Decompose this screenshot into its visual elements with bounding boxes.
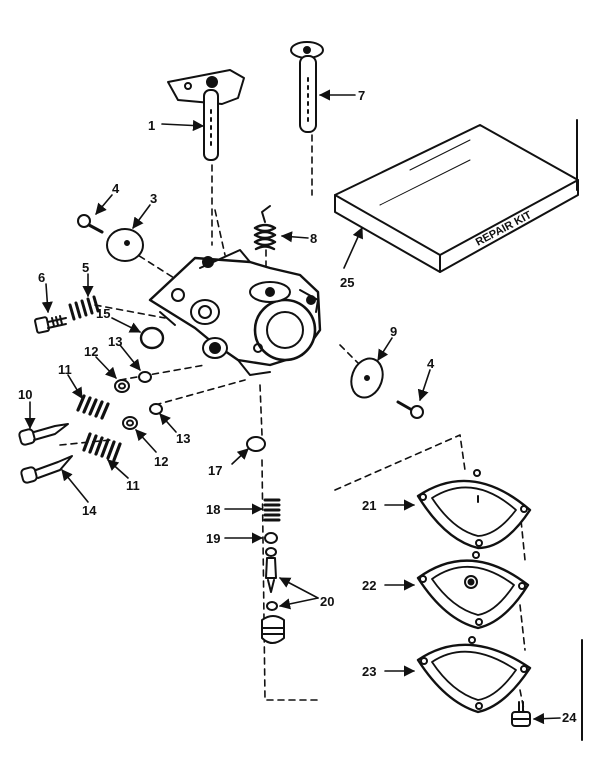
part-19-o-ring xyxy=(264,532,278,544)
callout-11: 11 xyxy=(126,478,140,493)
callout-numbers: 1 7 4 3 8 25 6 5 15 9 4 12 13 11 10 13 1… xyxy=(18,88,577,725)
callout-5: 5 xyxy=(82,260,89,275)
part-18-spring xyxy=(263,498,281,522)
callout-20: 20 xyxy=(320,594,334,609)
part-7-choke-shaft xyxy=(290,41,324,133)
callout-4: 4 xyxy=(427,356,435,371)
callout-4: 4 xyxy=(112,181,120,196)
part-6-idle-screw xyxy=(34,315,67,334)
callout-1: 1 xyxy=(148,118,155,133)
leader-arrows xyxy=(24,89,561,725)
part-8-spring xyxy=(253,205,277,251)
part-1-throttle-shaft xyxy=(167,69,245,161)
part-5-idle-spring xyxy=(68,295,100,321)
callout-18: 18 xyxy=(206,502,220,517)
part-12-washer-top xyxy=(114,379,130,393)
part-11-spring-top xyxy=(76,394,110,420)
part-4-screw-right xyxy=(396,400,424,419)
part-14-needle xyxy=(20,455,73,484)
callout-22: 22 xyxy=(362,578,376,593)
carburetor-body xyxy=(148,249,322,376)
callout-17: 17 xyxy=(208,463,222,478)
callout-21: 21 xyxy=(362,498,376,513)
part-20-inlet-needle-seat xyxy=(261,547,285,644)
part-9-choke-plate xyxy=(350,357,384,399)
part-23-cover xyxy=(416,636,532,714)
part-12-washer-low xyxy=(122,416,138,430)
part-15-welch-plug xyxy=(139,326,165,350)
part-13-ring-top xyxy=(138,371,152,383)
callout-19: 19 xyxy=(206,531,220,546)
callout-11: 11 xyxy=(58,362,72,377)
callout-6: 6 xyxy=(38,270,45,285)
part-22-diaphragm xyxy=(416,551,530,630)
part-11-spring-low xyxy=(82,432,122,462)
callout-13: 13 xyxy=(176,431,190,446)
part-13-ring-low xyxy=(149,403,163,415)
callout-15: 15 xyxy=(96,306,110,321)
callout-23: 23 xyxy=(362,664,376,679)
callout-14: 14 xyxy=(82,503,97,518)
part-24-screw xyxy=(511,701,531,727)
callout-12: 12 xyxy=(84,344,98,359)
part-3-throttle-plate xyxy=(106,228,144,262)
callout-13: 13 xyxy=(108,334,122,349)
callout-3: 3 xyxy=(150,191,157,206)
part-21-gasket xyxy=(416,469,532,550)
part-4-screw-top xyxy=(77,214,104,234)
callout-25: 25 xyxy=(340,275,354,290)
part-17-disc xyxy=(246,436,266,452)
part-10-needle xyxy=(18,423,69,446)
callout-10: 10 xyxy=(18,387,32,402)
part-25-repair-kit xyxy=(334,124,579,273)
callout-12: 12 xyxy=(154,454,168,469)
callout-8: 8 xyxy=(310,231,317,246)
callout-7: 7 xyxy=(358,88,365,103)
callout-9: 9 xyxy=(390,324,397,339)
callout-24: 24 xyxy=(562,710,577,725)
